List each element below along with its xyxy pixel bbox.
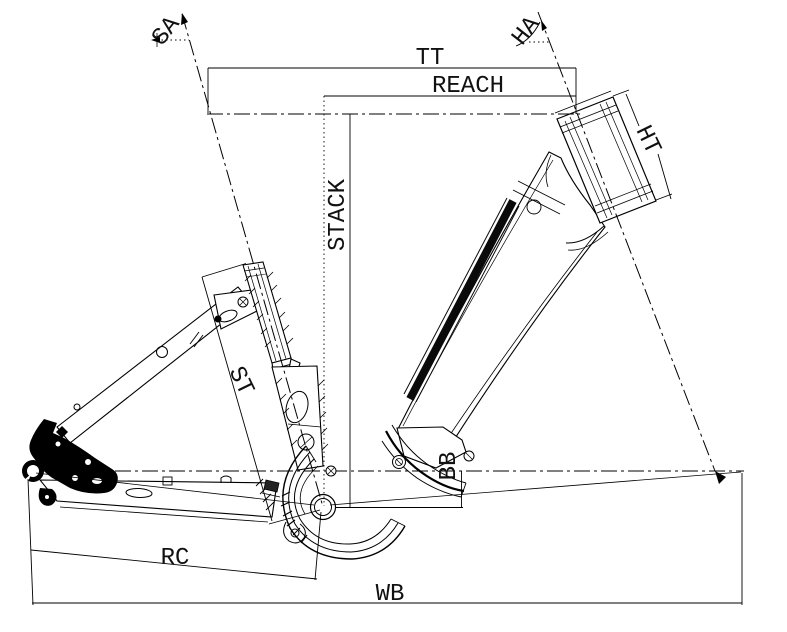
dim-seat-tube [201, 263, 321, 525]
dim-label-head-angle: HA [507, 11, 546, 51]
chain-stay-hatching [255, 478, 275, 511]
seat-tower-openings [285, 390, 315, 451]
kickstand-bracket [261, 479, 281, 498]
dim-stack [336, 114, 463, 508]
seat-cluster-bracket [213, 289, 258, 330]
head-tube [554, 90, 657, 224]
centerlines [34, 11, 744, 508]
seat-axis-centerline [181, 13, 324, 508]
construction-lines [35, 471, 742, 506]
dim-label-seat-angle: SA [147, 11, 186, 51]
dim-label-bb-drop: BB [436, 452, 463, 481]
dimension-lines [27, 13, 743, 606]
down-tube [396, 151, 606, 469]
dim-label-wheelbase: WB [376, 581, 405, 608]
battery-band [403, 197, 520, 403]
dim-wheelbase [27, 473, 743, 606]
dim-label-stack: STACK [325, 178, 352, 251]
seat-stay-details [73, 331, 204, 411]
steering-axis-arrow [715, 471, 726, 484]
bottom-bracket [309, 493, 337, 521]
dim-seat-angle [151, 13, 189, 47]
dim-head-angle [515, 20, 726, 484]
motor-bolts [325, 450, 475, 477]
chain-stay-details [125, 475, 232, 499]
seat-cluster-details [214, 296, 249, 323]
motor-cover [280, 445, 406, 560]
head-tube-fillets [545, 154, 609, 251]
dim-reach [323, 95, 576, 506]
dim-label-seat-tube: ST [222, 363, 259, 401]
dim-label-reach: REACH [432, 73, 504, 100]
seat-tube-hatching [244, 271, 329, 451]
dim-top-tube [207, 67, 577, 114]
head-axis-centerline [537, 11, 716, 472]
frame-body [38, 90, 657, 523]
dimension-labels: TT REACH STACK HT ST BB RC WB SA HA [147, 11, 666, 608]
dim-head-tube [612, 89, 673, 201]
dim-rear-center [30, 511, 322, 581]
dim-label-rear-center: RC [161, 545, 190, 572]
dim-label-top-tube: TT [416, 45, 445, 72]
